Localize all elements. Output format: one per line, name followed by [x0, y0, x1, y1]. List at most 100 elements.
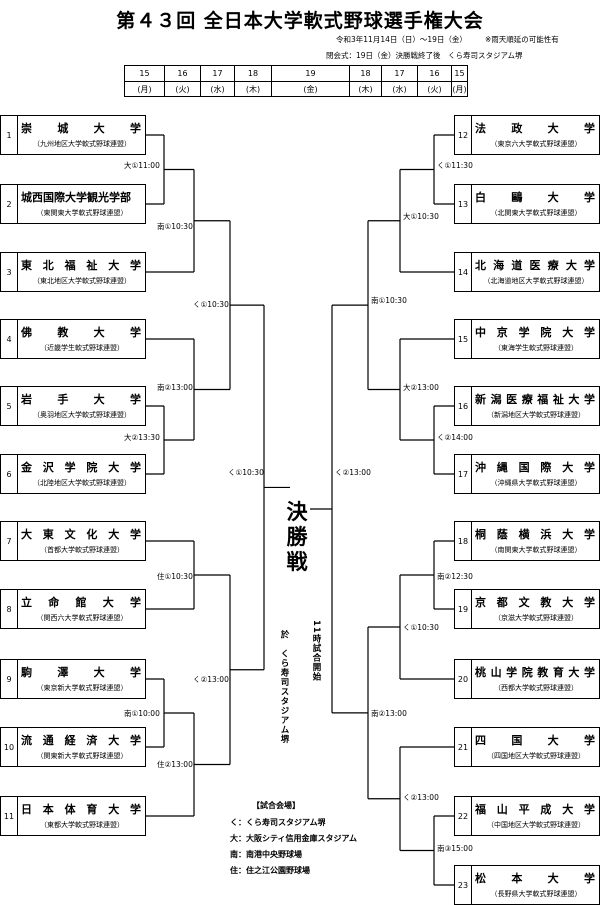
team-league: （関東新大学軟式野球連盟） — [36, 752, 128, 760]
date-cell: 15(月) — [452, 66, 467, 97]
team-name: 福山平成大学 — [475, 803, 595, 816]
team-name: 金沢学院大学 — [21, 461, 141, 474]
team-league: （東都大学軟式野球連盟） — [40, 821, 124, 829]
match-time-label: 南②13:00 — [371, 709, 407, 718]
team-name: 白鷗大学 — [475, 191, 595, 204]
team-name: 北海道医療大学 — [475, 259, 595, 272]
rain-note: ※雨天順延の可能性有 — [485, 35, 559, 44]
team-seed: 19 — [455, 590, 472, 628]
team-league: （北陸地区大学軟式野球連盟） — [33, 479, 131, 487]
team-seed: 9 — [1, 660, 18, 698]
match-time-label: 南③15:00 — [437, 844, 473, 853]
team-seed: 3 — [1, 253, 18, 291]
team-seed: 14 — [455, 253, 472, 291]
team-seed: 12 — [455, 116, 472, 154]
date-weekday: (金) — [303, 85, 318, 94]
date-number: 18 — [360, 69, 371, 78]
team-seed: 6 — [1, 455, 18, 493]
team-name: 東北福祉大学 — [21, 259, 141, 272]
team-league: （中国地区大学軟式野球連盟） — [487, 821, 585, 829]
match-time-label: 大①11:00 — [124, 161, 160, 170]
date-cell: 16(火) — [418, 66, 452, 97]
team-seed: 5 — [1, 387, 18, 425]
match-time-label: 大②13:00 — [403, 383, 439, 392]
match-time-label: 南①10:30 — [157, 222, 193, 231]
match-time-label: く②13:00 — [193, 675, 229, 684]
date-header: 15(月)16(火)17(水)18(木)19(金)18(木)17(水)16(火)… — [124, 65, 468, 97]
team-league: （四国地区大学軟式野球連盟） — [487, 752, 585, 760]
team-league: （新潟地区大学軟式野球連盟） — [487, 411, 585, 419]
team-league: （東京新大学軟式野球連盟） — [36, 684, 128, 692]
legend-heading: 【試合会場】 — [252, 801, 300, 810]
date-number: 17 — [212, 69, 223, 78]
date-divider — [235, 81, 271, 82]
final-start-time: 11時試合開始 — [311, 620, 321, 682]
team-seed: 7 — [1, 522, 18, 560]
match-time-label: く②13:00 — [335, 468, 371, 477]
team-name: 新潟医療福祉大学 — [475, 393, 595, 406]
team-name: 大東文化大学 — [21, 528, 141, 541]
date-weekday: (木) — [245, 85, 261, 94]
date-cell: 18 (木) — [235, 66, 272, 97]
team-seed: 17 — [455, 455, 472, 493]
date-divider — [201, 81, 234, 82]
match-time-label: 南②13:00 — [157, 383, 193, 392]
date-divider — [350, 81, 381, 82]
team-league: （近畿学生軟式野球連盟） — [40, 344, 124, 352]
team-name: 桃山学院教育大学 — [475, 666, 595, 679]
team-seed: 8 — [1, 590, 18, 628]
date-weekday: (水) — [210, 85, 225, 94]
team-seed: 2 — [1, 185, 18, 223]
team-seed: 21 — [455, 728, 472, 766]
date-divider — [165, 81, 200, 82]
date-divider — [382, 81, 417, 82]
date-weekday: (月) — [137, 85, 152, 94]
match-time-label: 住①10:30 — [157, 572, 193, 581]
date-cell: 15(月) — [125, 66, 165, 97]
closing-note: 閉会式：19日（金）決勝戦終了後 くら寿司スタジアム堺 — [326, 51, 523, 60]
team-league: （首都大学軟式野球連盟） — [40, 546, 124, 554]
team-seed: 16 — [455, 387, 472, 425]
team-league: （西都大学軟式野球連盟） — [494, 684, 578, 692]
match-time-label: 大②13:30 — [124, 433, 160, 442]
team-league: （沖縄県大学軟式野球連盟） — [490, 479, 582, 487]
team-league: （東北地区大学軟式野球連盟） — [33, 277, 131, 285]
match-time-label: く②13:00 — [403, 793, 439, 802]
legend-item: 南：南港中央野球場 — [230, 850, 302, 859]
match-time-label: く①10:30 — [193, 300, 229, 309]
match-time-label: 南①10:30 — [371, 296, 407, 305]
legend-item: く：くら寿司スタジアム堺 — [230, 818, 326, 827]
team-name: 城西国際大学観光学部 — [21, 191, 131, 204]
team-name: 駒澤大学 — [21, 666, 141, 679]
team-league: （長野県大学軟式野球連盟） — [490, 890, 582, 898]
legend-item: 大：大阪シティ信用金庫スタジアム — [230, 834, 357, 843]
match-time-label: 大①10:30 — [403, 212, 439, 221]
team-seed: 20 — [455, 660, 472, 698]
date-cell: 17 (水) — [201, 66, 235, 97]
date-number: 18 — [247, 69, 259, 78]
team-league: （北関東大学軟式野球連盟） — [490, 209, 582, 217]
date-number: 19 — [305, 69, 316, 78]
date-weekday: (火) — [175, 85, 190, 94]
match-time-label: 住②13:00 — [157, 760, 193, 769]
team-league: （京滋大学軟式野球連盟） — [494, 614, 578, 622]
team-name: 桐蔭横浜大学 — [475, 528, 595, 541]
team-seed: 18 — [455, 522, 472, 560]
match-time-label: く①11:30 — [437, 161, 473, 170]
